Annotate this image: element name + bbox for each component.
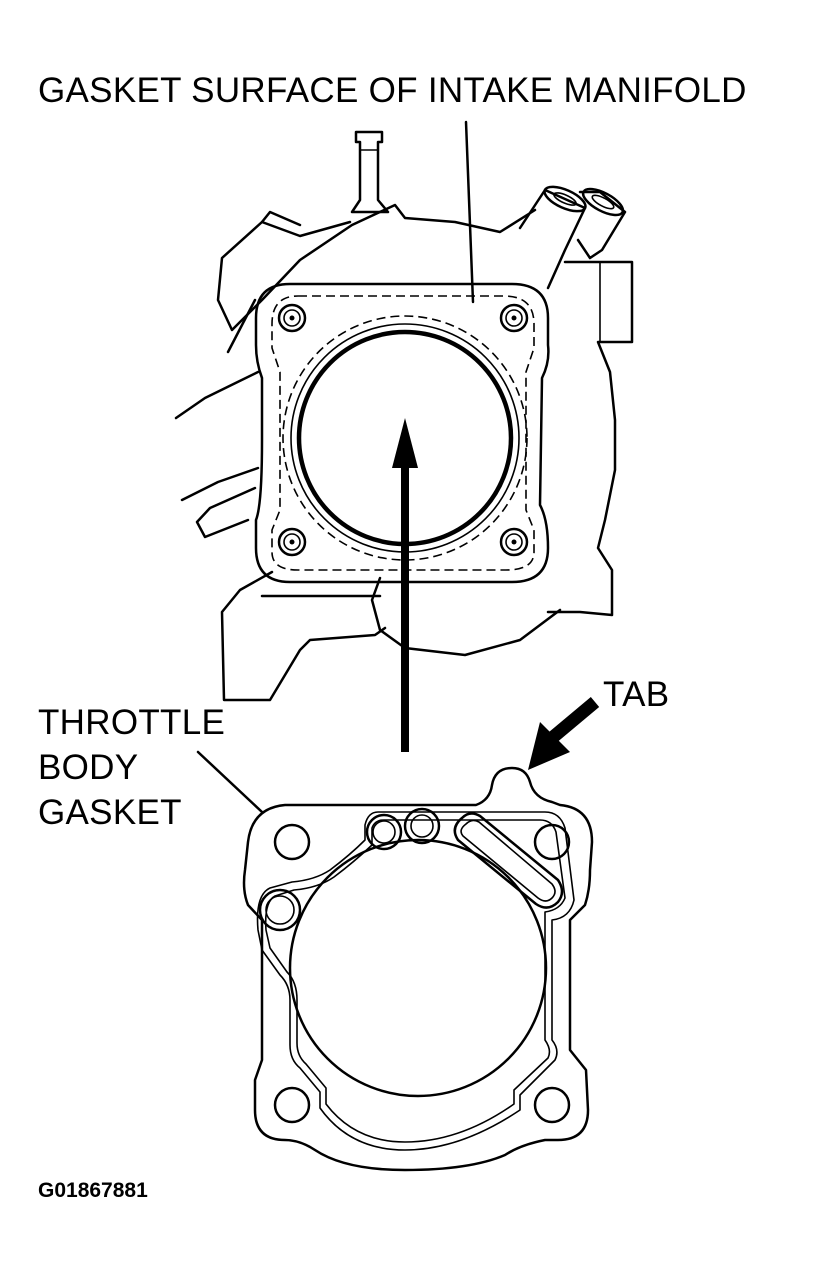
manifold-label-leader (464, 120, 475, 304)
manifold-tube-right (576, 190, 627, 260)
manifold-bolt-hole-top-right (499, 303, 529, 333)
gasket-outline (242, 766, 594, 1172)
throttle-body-gasket (242, 766, 594, 1172)
gasket-label-line-2: BODY (38, 748, 139, 787)
gasket-slot-port (453, 812, 564, 909)
gasket-port-side (258, 888, 302, 932)
vacuum-nipple (350, 130, 390, 214)
gasket-port-center (403, 807, 441, 845)
flange-gasket-dashed-outline (271, 295, 535, 571)
gasket-port-left (365, 813, 403, 851)
gasket-sealing-bead-inner (264, 819, 566, 1143)
manifold-bore-dashed-ring (282, 315, 528, 561)
gasket-label-leader (196, 750, 264, 814)
gasket-bolt-hole-bottom-right (533, 1086, 571, 1124)
manifold-upper-housing (216, 203, 537, 332)
gasket-bolt-hole-bottom-left (273, 1086, 311, 1124)
manifold-flange (254, 282, 550, 584)
gasket-sealing-bead-outer (256, 811, 575, 1151)
manifold-bolt-hole-top-left (277, 303, 307, 333)
intake-manifold (174, 130, 634, 702)
gasket-label-line-3: GASKET (38, 793, 182, 832)
gasket-label-line-1: THROTTLE (38, 703, 226, 742)
gasket-main-bore (288, 838, 548, 1098)
manifold-bolt-hole-bottom-left (277, 527, 307, 557)
install-direction-arrow (392, 418, 418, 752)
figure-code: G01867881 (38, 1179, 148, 1202)
gasket-bolt-hole-top-right (533, 823, 571, 861)
manifold-bolt-hole-bottom-right (499, 527, 529, 557)
gasket-bolt-hole-top-left (273, 823, 311, 861)
manifold-label: GASKET SURFACE OF INTAKE MANIFOLD (38, 71, 747, 110)
tab-label: TAB (603, 675, 670, 714)
tab-pointer-arrow (528, 697, 600, 770)
